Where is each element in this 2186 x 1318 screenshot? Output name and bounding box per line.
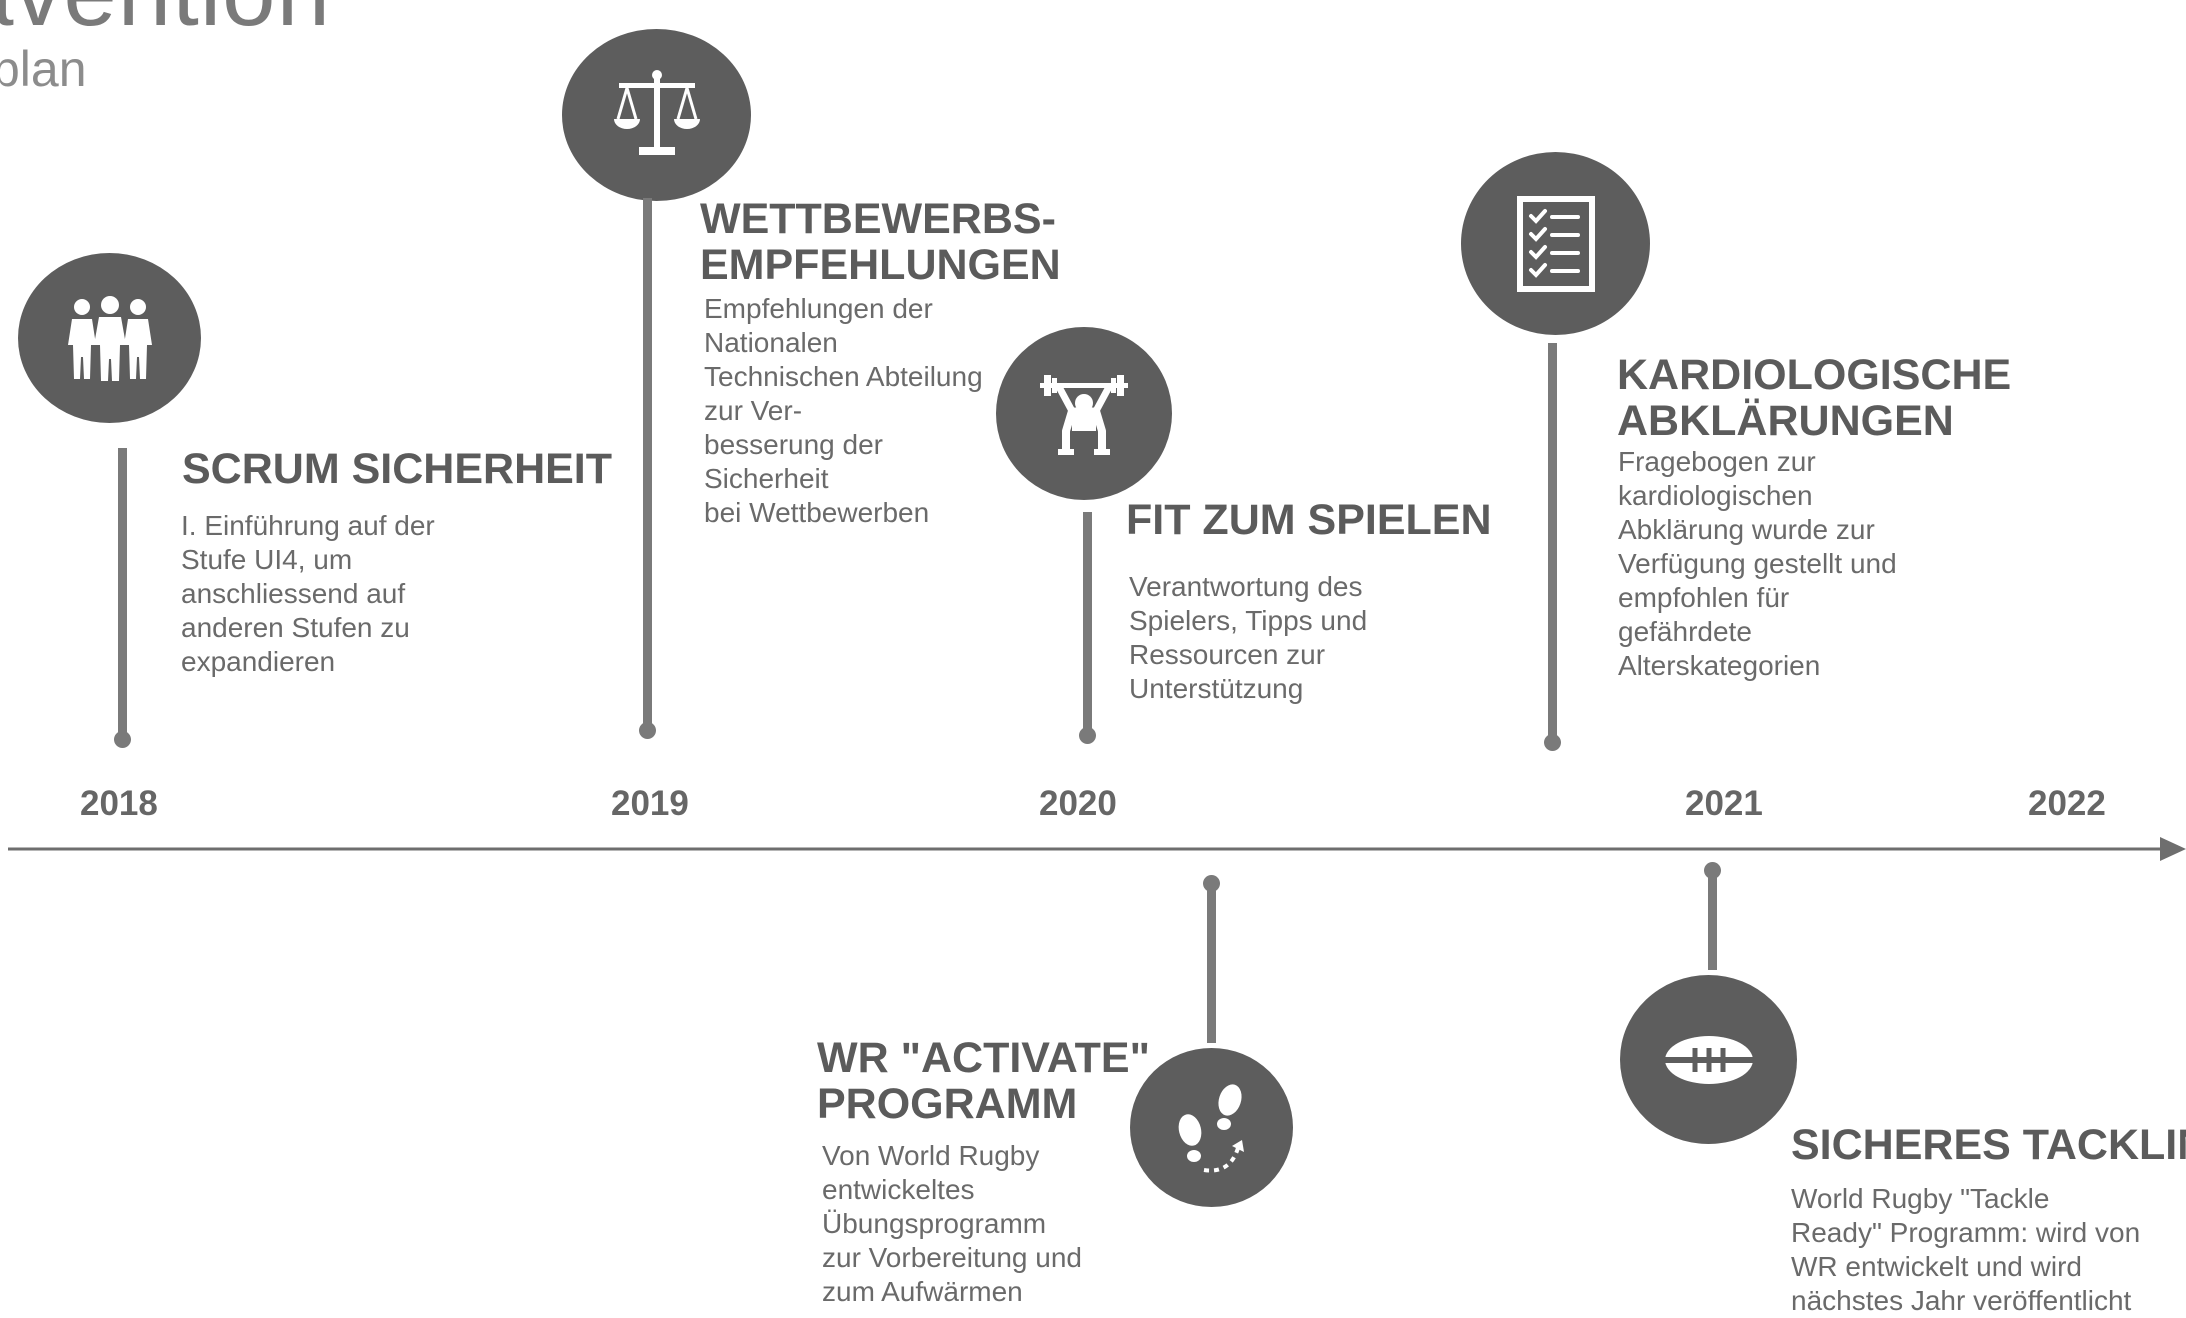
year-label-2021: 2021 [1685, 784, 1763, 823]
event-stem [1548, 343, 1557, 741]
event-stem [1207, 880, 1216, 1043]
event-heading: KARDIOLOGISCHE ABKLÄRUNGEN [1617, 351, 2012, 445]
event-circle [1620, 975, 1797, 1144]
page-subtitle: plan [0, 41, 87, 97]
event-stem [1083, 512, 1092, 735]
event-circle [1130, 1048, 1293, 1207]
year-label-2020: 2020 [1039, 784, 1117, 823]
weightlifter-icon [1040, 374, 1128, 455]
event-dot [1079, 727, 1096, 744]
checklist-icon [1516, 195, 1595, 292]
event-stem [118, 448, 127, 736]
scales-icon [613, 70, 700, 155]
event-heading: WR "ACTIVATE" PROGRAMM [817, 1034, 1150, 1128]
event-stem [1708, 868, 1717, 970]
event-circle [562, 29, 751, 201]
page-title: avention [0, 0, 331, 48]
event-description: Verantwortung des Spielers, Tipps und Re… [1129, 571, 1368, 704]
event-dot [639, 722, 656, 739]
event-heading: SICHERES TACKLING [1791, 1121, 2186, 1169]
event-circle [1461, 152, 1650, 335]
event-description: Empfehlungen der Nationalen Technischen … [704, 293, 983, 528]
year-label-2019: 2019 [611, 784, 689, 823]
people-icon [67, 296, 152, 381]
year-label-2018: 2018 [80, 784, 158, 823]
timeline-axis [8, 837, 2186, 861]
footsteps-icon [1178, 1083, 1244, 1173]
year-label-2022: 2022 [2028, 784, 2106, 823]
event-description: I. Einführung auf der Stufe UI4, um ansc… [181, 510, 435, 677]
event-heading: FIT ZUM SPIELEN [1126, 496, 1492, 544]
event-description: Von World Rugby entwickeltes Übungsprogr… [822, 1140, 1082, 1307]
rugby-ball-icon [1662, 1035, 1755, 1084]
event-stem [643, 198, 652, 728]
event-circle [18, 253, 201, 423]
event-dot [114, 731, 131, 748]
event-heading: SCRUM SICHERHEIT [182, 445, 613, 493]
event-circle [996, 327, 1172, 500]
event-description: World Rugby "Tackle Ready" Programm: wir… [1791, 1183, 2141, 1316]
event-dot [1544, 734, 1561, 751]
event-heading: WETTBEWERBS- EMPFEHLUNGEN [700, 195, 1061, 289]
event-description: Fragebogen zur kardiologischen Abklärung… [1618, 446, 1897, 681]
timeline-arrow-head [2160, 837, 2186, 861]
